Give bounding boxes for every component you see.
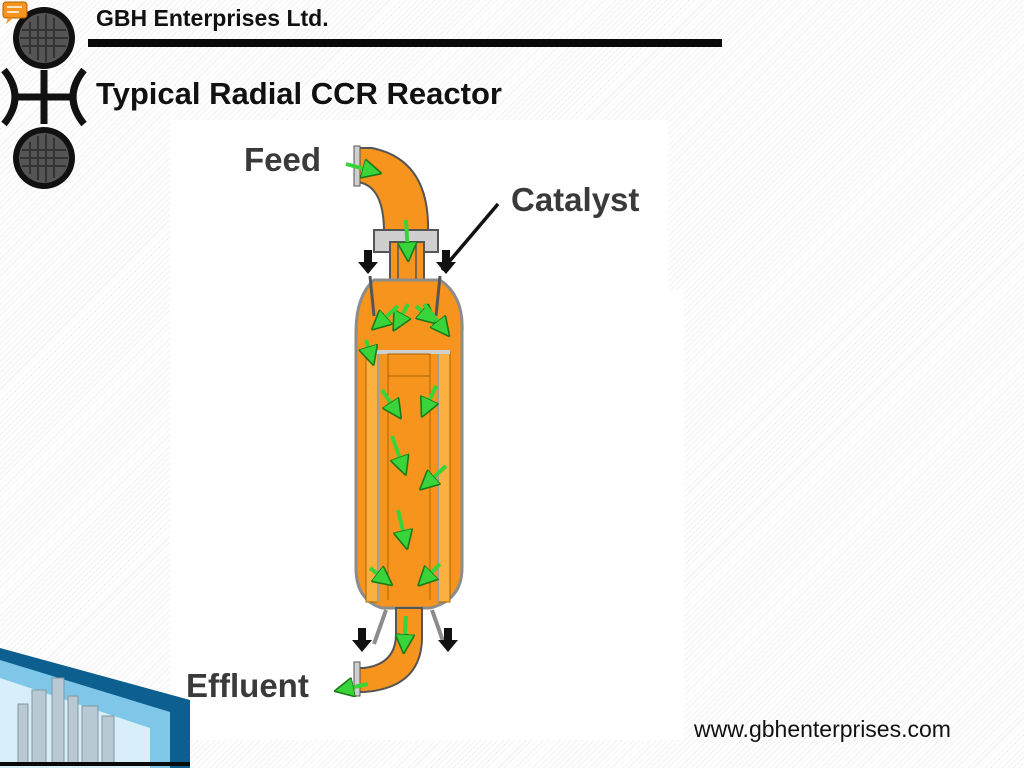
process-flow-arrows (340, 164, 446, 690)
reactor-diagram (170, 145, 500, 740)
effluent-flange (353, 661, 361, 697)
center-plug (387, 353, 431, 377)
diagram-panel-extension (500, 290, 684, 740)
slide-title: Typical Radial CCR Reactor (96, 76, 502, 111)
logo-bottom-circle (13, 127, 75, 189)
logo-top-circle (13, 7, 75, 69)
vessel-shell (354, 278, 464, 610)
catalyst-pointer (440, 202, 500, 272)
header-rule (88, 39, 722, 47)
feed-inlet-pipe (357, 147, 430, 243)
logo-cross (1, 67, 87, 127)
effluent-label: Effluent (186, 667, 309, 704)
company-name: GBH Enterprises Ltd. (96, 5, 329, 31)
gbh-logo (1, 1, 87, 189)
catalyst-bed-left (365, 351, 379, 603)
catalyst-flow-arrows (352, 250, 458, 652)
refinery-skyline-graphic (0, 648, 190, 768)
speech-bubble-icon (2, 1, 28, 24)
effluent-outlet-pipe (357, 607, 423, 693)
catalyst-label: Catalyst (511, 181, 640, 218)
feed-label: Feed (244, 141, 322, 178)
website-url[interactable]: www.gbhenterprises.com (694, 716, 951, 742)
